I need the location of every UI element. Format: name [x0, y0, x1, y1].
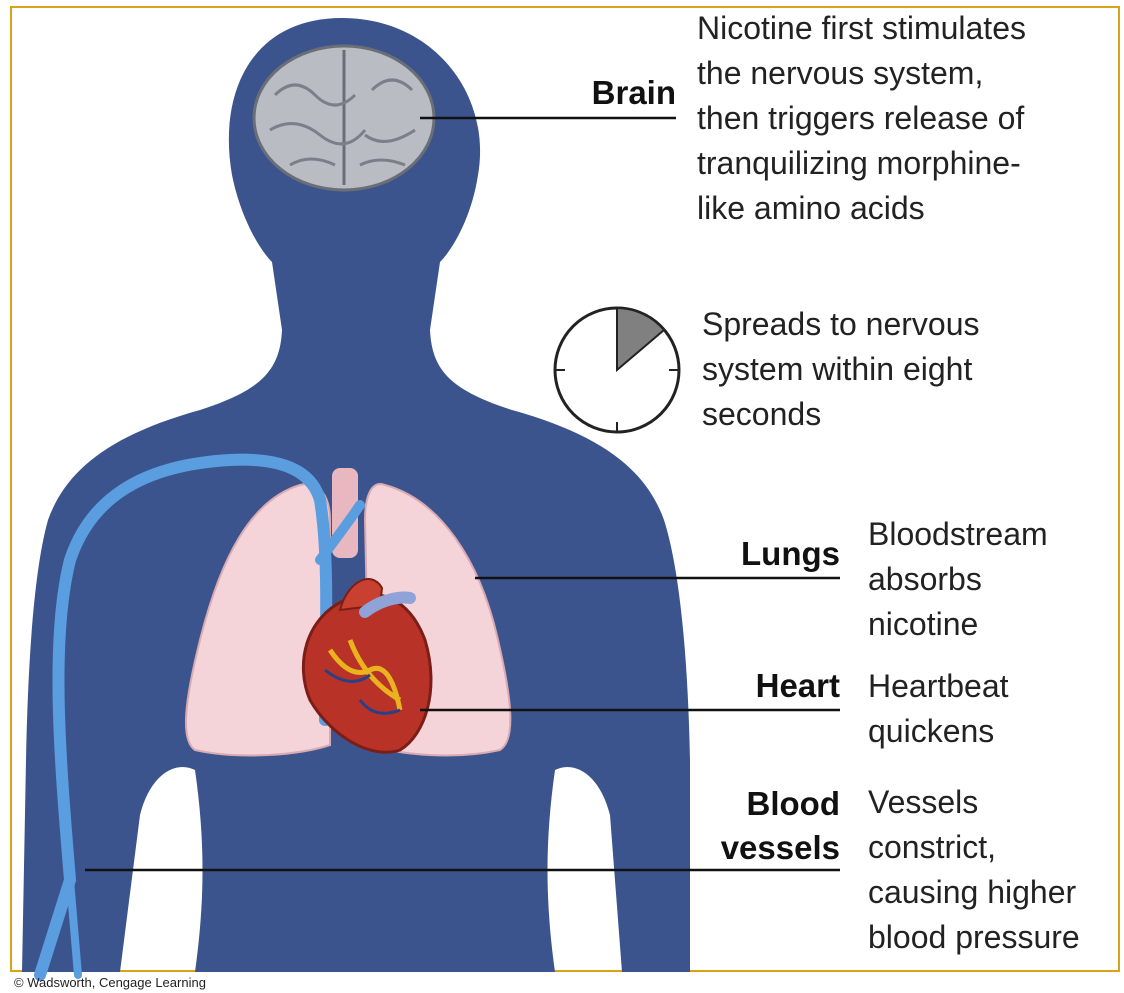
label-brain: Brain [560, 72, 676, 114]
desc-blood-vessels: Vessels constrict, causing higher blood … [868, 780, 1124, 960]
desc-lungs: Bloodstream absorbs nicotine [868, 512, 1118, 647]
desc-clock: Spreads to nervous system within eight s… [702, 302, 1102, 437]
label-blood-vessels: Blood vessels [680, 782, 840, 870]
desc-brain: Nicotine first stimulates the nervous sy… [697, 6, 1117, 231]
copyright-credit: © Wadsworth, Cengage Learning [14, 975, 206, 990]
clock-icon [555, 308, 679, 432]
desc-heart: Heartbeat quickens [868, 664, 1118, 754]
brain-illustration [254, 46, 434, 190]
label-lungs: Lungs [700, 533, 840, 575]
label-heart: Heart [700, 665, 840, 707]
